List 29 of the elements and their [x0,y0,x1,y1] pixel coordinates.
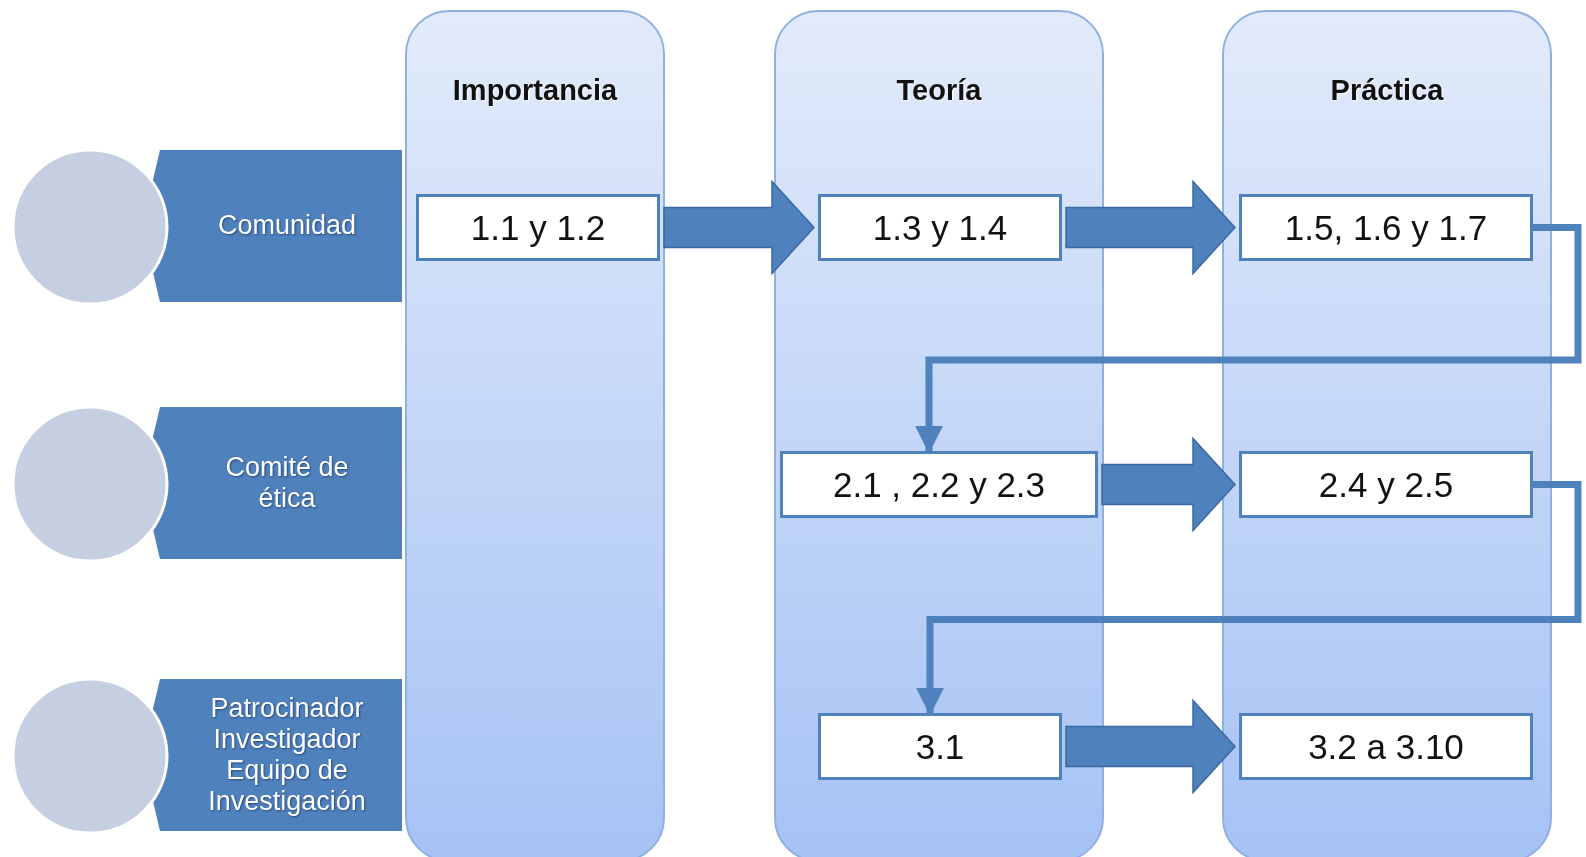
section-box [1239,713,1533,780]
block-arrow [1065,179,1236,276]
block-arrow [663,179,815,276]
section-label: 3.1 [915,726,965,767]
column-panel [405,10,665,857]
section-label: 1.3 y 1.4 [872,207,1008,248]
elbow-arrow [916,481,1582,716]
column-panel [774,10,1104,857]
block-arrow [1065,698,1236,795]
role-label: Comité de ética [224,451,350,515]
role-label: Comunidad [217,210,357,242]
section-label: 1.5, 1.6 y 1.7 [1284,207,1488,248]
section-box [818,713,1062,780]
section-box [780,451,1098,518]
section-box [416,194,660,261]
section-box [1239,194,1533,261]
block-arrow [1101,436,1236,533]
section-box [1239,451,1533,518]
elbow-arrow [915,224,1582,454]
section-label: 1.1 y 1.2 [470,207,606,248]
section-label: 3.2 a 3.10 [1308,726,1464,767]
column-title: Práctica [1330,74,1444,107]
section-label: 2.4 y 2.5 [1318,464,1454,505]
section-box [818,194,1062,261]
column-title: Importancia [452,74,618,107]
section-label: 2.1 , 2.2 y 2.3 [832,464,1046,505]
column-title: Teoría [896,74,982,107]
role-label: Patrocinador Investigador Equipo de Investigación [207,692,367,818]
column-panel [1222,10,1552,857]
